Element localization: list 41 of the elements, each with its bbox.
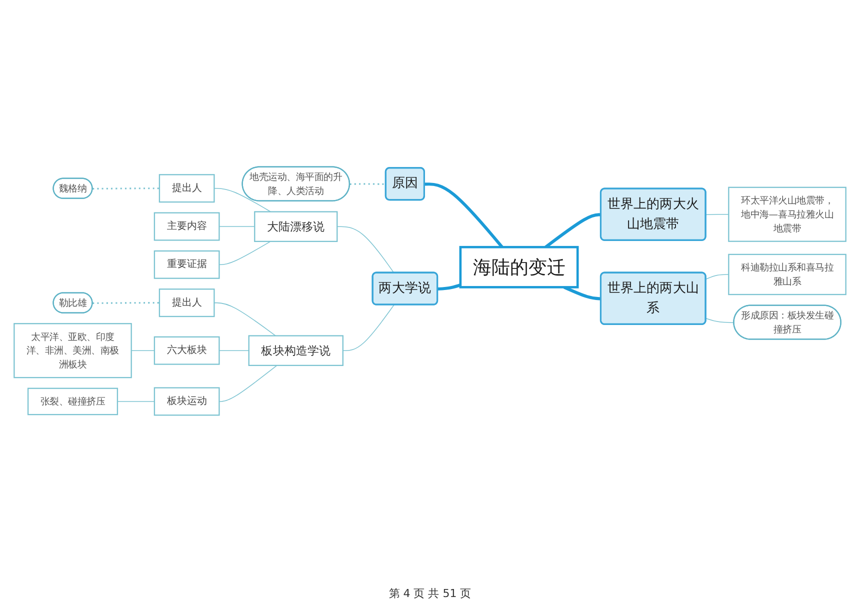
item-box: 提出人 bbox=[158, 174, 215, 203]
item-box: 六大板块 bbox=[154, 336, 220, 365]
thought-bubble: 魏格纳 bbox=[52, 178, 93, 199]
page-footer: 第 4 页 共 51 页 bbox=[388, 586, 472, 601]
connector-line bbox=[336, 226, 394, 274]
topic-box: 原因 bbox=[384, 167, 425, 201]
connector-line bbox=[218, 226, 256, 227]
connector-line bbox=[130, 350, 155, 351]
topic-box: 两大学说 bbox=[372, 272, 438, 306]
subtopic-box: 大陆漂移说 bbox=[254, 211, 338, 242]
topic-box: 世界上的两大火山地震带 bbox=[600, 188, 706, 241]
subtopic-box: 板块构造学说 bbox=[248, 335, 344, 366]
connector-line bbox=[424, 182, 504, 248]
thought-bubble: 勒比雄 bbox=[52, 292, 93, 314]
connector-line bbox=[92, 188, 160, 190]
connector-line bbox=[438, 284, 461, 290]
item-box: 板块运动 bbox=[154, 387, 220, 416]
connector-line bbox=[214, 188, 271, 212]
item-box: 主要内容 bbox=[154, 212, 220, 241]
connector-line bbox=[342, 304, 394, 351]
connector-line bbox=[92, 302, 160, 304]
connector-line bbox=[544, 213, 602, 248]
connector-line bbox=[214, 302, 276, 336]
callout-box: 太平洋、亚欧、印度洋、非洲、美洲、南极洲板块 bbox=[14, 323, 132, 378]
callout-box: 环太平洋火山地震带，地中海—喜马拉雅火山地震带 bbox=[728, 186, 846, 242]
thought-bubble: 形成原因：板块发生碰撞挤压 bbox=[733, 304, 842, 340]
connector-line bbox=[218, 365, 278, 402]
connector-line bbox=[350, 183, 386, 185]
connector-line bbox=[218, 241, 271, 266]
callout-box: 科迪勒拉山系和喜马拉雅山系 bbox=[728, 254, 846, 296]
connector-line bbox=[706, 318, 734, 324]
item-box: 提出人 bbox=[158, 288, 215, 318]
connector-line bbox=[706, 274, 730, 280]
item-box: 重要证据 bbox=[154, 250, 220, 279]
connector-line bbox=[706, 214, 730, 216]
central-topic-box: 海陆的变迁 bbox=[459, 246, 579, 288]
connector-line bbox=[117, 401, 155, 402]
thought-bubble: 地壳运动、海平面的升降、人类活动 bbox=[242, 166, 350, 202]
connector-line bbox=[218, 350, 250, 351]
callout-box: 张裂、碰撞挤压 bbox=[27, 388, 118, 416]
topic-box: 世界上的两大山系 bbox=[600, 272, 706, 325]
